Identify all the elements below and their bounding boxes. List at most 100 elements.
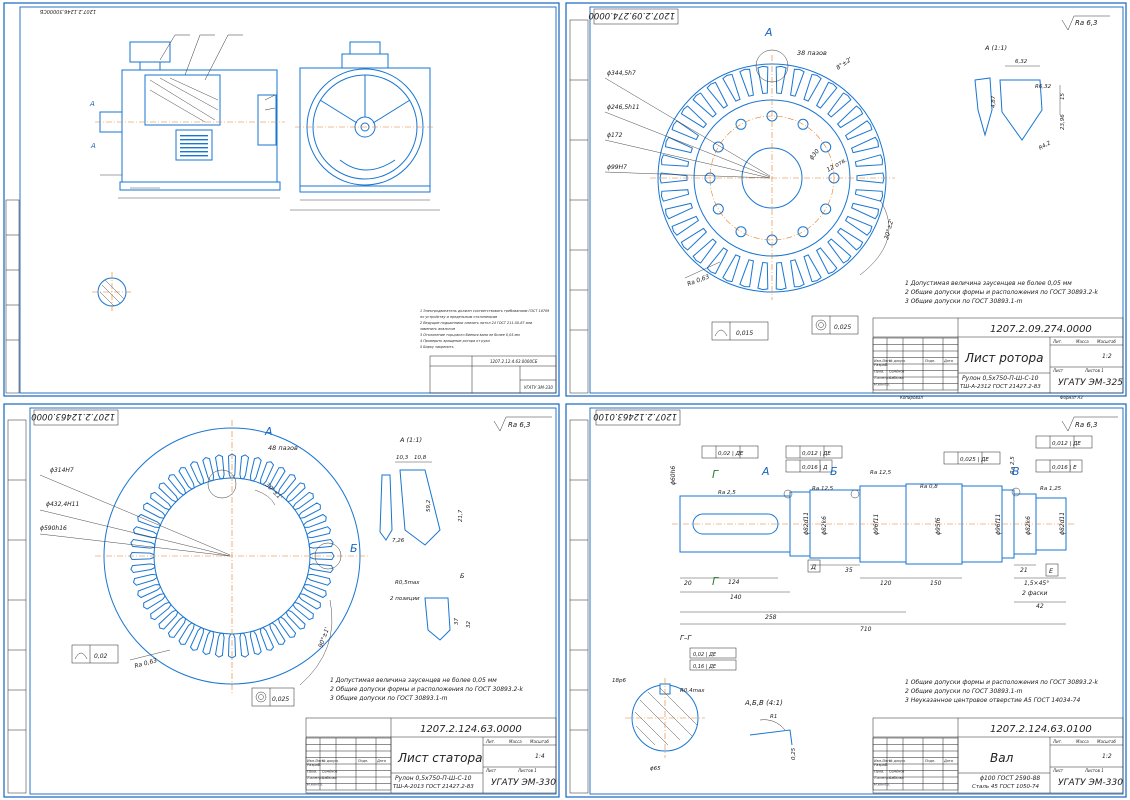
shaft-tolerance-frames: 0,02 | ДЕ 0,012 | ДЕ 0,016 | Д 0,025 | Д… [701, 435, 1093, 473]
inner-frame [589, 407, 1124, 795]
stator-slot [308, 563, 334, 574]
svg-text:21: 21 [1020, 567, 1028, 574]
org-name: УГАТУ ЭМ-330 [491, 778, 556, 788]
svg-text:710: 710 [860, 626, 872, 633]
stator-slot [167, 474, 187, 496]
svg-text:5 Бирку закрепить: 5 Бирку закрепить [420, 345, 454, 349]
svg-text:Масса: Масса [1076, 339, 1089, 344]
title-block-row-label: Т.контр. [874, 776, 890, 780]
shaft-section-gg: Г–Г 18р6 ϕ65 R0,4max 0,02 | ДЕ 0,16 | ДЕ [612, 634, 737, 772]
rotor-slot [664, 136, 694, 154]
rotor-slot [854, 189, 884, 202]
svg-text:Лист: Лист [485, 768, 497, 773]
svg-text:0,012 | ДЕ: 0,012 | ДЕ [802, 451, 831, 457]
svg-text:Копировал: Копировал [900, 395, 923, 400]
author-name: Семёнов [322, 770, 337, 774]
svg-text:ϕ82k6: ϕ82k6 [1025, 516, 1032, 535]
motor-side-view [95, 41, 285, 199]
svg-text:Ra 12,5: Ra 12,5 [812, 486, 834, 492]
svg-text:ϕ590h16: ϕ590h16 [40, 525, 67, 532]
svg-text:3 Неуказанное центровое отверс: 3 Неуказанное центровое отверстие А5 ГОС… [905, 697, 1080, 704]
svg-text:Листов 1: Листов 1 [1084, 368, 1104, 373]
shaft-dimension-labels: ϕ60h6 ϕ82d11 ϕ82k6 ϕ96f11 ϕ95f6 ϕ96f11 ϕ… [670, 466, 1066, 633]
rotor-slot [775, 65, 787, 95]
rotor-notes: 1 Допустимая величина заусенцев не более… [905, 280, 1099, 305]
svg-text:124: 124 [728, 579, 740, 586]
material: Рулон 0,5х750-П-Ш-С-10 [395, 775, 472, 782]
title-block-row-label: Н.контр. [307, 783, 323, 787]
svg-text:Лит.: Лит. [485, 739, 495, 744]
svg-text:Ra 2,5: Ra 2,5 [1010, 456, 1016, 474]
stator-detail-b: Б R0,5max 2 позиции 37 32 [390, 572, 472, 641]
svg-text:140: 140 [730, 594, 742, 601]
side-stamp-column [569, 419, 589, 794]
checker-name: Бабкова [889, 776, 904, 780]
stator-slot [214, 632, 225, 658]
shaft-dimension-lines [680, 564, 1066, 625]
rotor-slot [815, 247, 838, 275]
roughness-mark: Ra 6,3 [1061, 15, 1110, 31]
stator-lamination-drawing [95, 420, 370, 695]
title-block-header: Изм.Лист [874, 359, 892, 363]
rotor-slot [739, 68, 754, 97]
stator-slot [129, 551, 155, 561]
svg-text:по устройству и предельным отк: по устройству и предельным отклонениям [420, 315, 498, 319]
title-block-row-label: Пров. [307, 770, 317, 774]
svg-text:0,025 | ДЕ: 0,025 | ДЕ [960, 457, 989, 463]
svg-text:Ra 1,25: Ra 1,25 [1040, 486, 1062, 492]
title-block-assembly: 1207.2.12.4.63.0000СБ УГАТУ ЭМ-330 [429, 355, 557, 394]
svg-text:2 Общие допуски формы и распол: 2 Общие допуски формы и расположения по … [330, 686, 524, 693]
rotor-slot [803, 73, 822, 102]
datum-boxes: Д Е [807, 559, 1059, 577]
side-stamp-column [5, 199, 20, 394]
svg-text:37: 37 [454, 618, 460, 625]
svg-text:258: 258 [765, 614, 777, 621]
slot-count: 38 пазов [797, 49, 827, 57]
title-block-row-label: Разраб. [874, 363, 888, 367]
org-name: УГАТУ ЭМ-330 [524, 385, 553, 390]
stator-slot [130, 563, 156, 574]
svg-text:Масштаб: Масштаб [530, 739, 550, 744]
svg-text:Лит.: Лит. [1052, 739, 1062, 744]
svg-text:0,025: 0,025 [834, 324, 851, 331]
shaft-profile [672, 483, 1075, 565]
stator-slot [285, 609, 306, 630]
vent-hole [797, 226, 809, 238]
svg-text:1 Общие допуски формы и распол: 1 Общие допуски формы и расположения по … [905, 679, 1099, 686]
svg-text:А: А [761, 465, 770, 478]
svg-text:2 Общие допуски формы и распол: 2 Общие допуски формы и расположения по … [905, 289, 1099, 296]
title-block-row-label: Пров. [874, 770, 884, 774]
title-block-row-label: Разраб. [307, 763, 321, 767]
svg-text:20: 20 [684, 580, 692, 587]
view-marker-a: А [89, 100, 95, 108]
side-stamp-column [569, 19, 589, 394]
svg-text:ϕ96f11: ϕ96f11 [873, 514, 880, 535]
title-block-row-label: Т.контр. [307, 776, 323, 780]
vent-hole [797, 118, 809, 130]
title-block-row-label: Н.контр. [874, 383, 890, 387]
flatness-tolerance: 0,02 [71, 644, 119, 664]
stator-slot [260, 461, 275, 486]
sheet-stator: 1207.2.12463.0000 Ra 6,3 А 48 пазов Б ϕ3… [3, 403, 560, 798]
svg-text:Г: Г [712, 468, 719, 481]
svg-text:0,025: 0,025 [272, 696, 289, 703]
svg-text:150: 150 [930, 580, 942, 587]
view-marker-a-lower: А [90, 142, 96, 150]
title-block-header: Дата [943, 359, 953, 363]
material: ϕ100 ГОСТ 2590-88 [980, 775, 1040, 782]
title-block-row-label: Т.контр. [874, 376, 890, 380]
rotor-slot [790, 259, 805, 288]
stator-slot [298, 593, 321, 610]
part-title: Лист статора [397, 751, 482, 765]
title-block-header: Изм.Лист [874, 759, 892, 763]
vent-hole [820, 141, 832, 153]
svg-text:R1: R1 [770, 714, 777, 720]
svg-text:Г: Г [712, 575, 719, 588]
svg-text:ϕ82d11: ϕ82d11 [803, 512, 810, 535]
title-block-row-label: Н.контр. [874, 783, 890, 787]
rotor-slot [856, 172, 885, 184]
stator-slot [277, 616, 297, 638]
rotor-slot [854, 154, 884, 167]
svg-text:ϕ314H7: ϕ314H7 [50, 467, 74, 474]
stator-slot [302, 584, 327, 599]
